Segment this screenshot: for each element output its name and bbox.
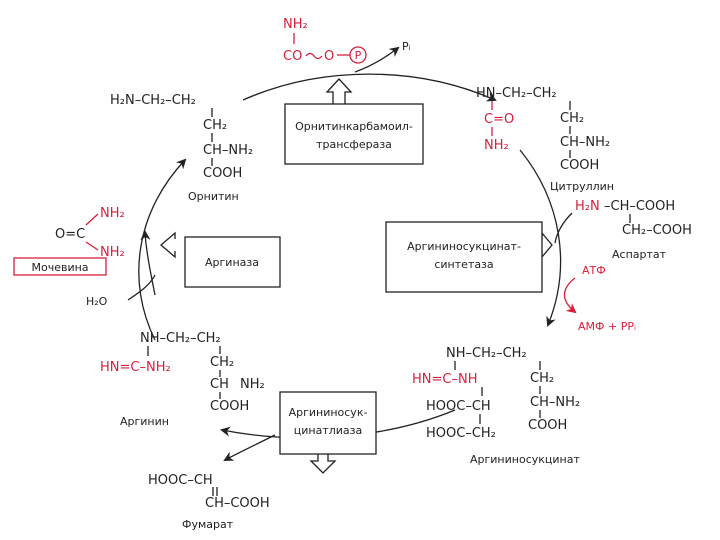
argininosuccinate: NH–CH₂–CH₂ HN=C–NH CH₂ CH–NH₂ COOH HOOC–…	[412, 346, 580, 466]
svg-text:NH₂: NH₂	[484, 138, 509, 153]
svg-text:HN=C–NH: HN=C–NH	[412, 372, 477, 387]
svg-text:O=C: O=C	[55, 227, 85, 242]
amp-ppi-label: АМФ + PPᵢ	[578, 320, 636, 333]
svg-text:CH–NH₂: CH–NH₂	[203, 143, 253, 158]
arginine-name: Аргинин	[120, 415, 169, 428]
arrow-to-fumarate	[223, 434, 276, 461]
arrow-to-urea	[140, 230, 156, 296]
arginine: NH–CH₂–CH₂ HN=C–NH₂ CH₂ CH NH₂ COOH Арги…	[100, 331, 265, 428]
svg-text:CH: CH	[210, 377, 229, 392]
enzyme-arginase: Аргиназа	[184, 236, 281, 288]
block-arrow-down	[309, 454, 337, 474]
svg-text:COOH: COOH	[210, 399, 249, 414]
enzyme-argininosuccinate-lyase: Аргининосук- цинатлиаза	[279, 391, 377, 455]
fumarate: HOOC–CH CH–COOH Фумарат	[148, 473, 270, 531]
block-arrow-up	[325, 78, 353, 104]
svg-text:C=O: C=O	[484, 112, 514, 127]
svg-text:CH₂: CH₂	[530, 371, 554, 386]
argininosuccinate-name: Аргининосукцинат	[470, 453, 580, 466]
svg-text:NH₂: NH₂	[240, 377, 265, 392]
svg-text:Аргининосукцинат-: Аргининосукцинат-	[407, 240, 521, 253]
ornithine: H₂N–CH₂–CH₂ CH₂ CH–NH₂ COOH Орнитин	[110, 93, 253, 203]
phosphate-circle	[349, 46, 367, 64]
svg-text:–CH–COOH: –CH–COOH	[604, 199, 675, 214]
svg-text:Орнитинкарбамоил-: Орнитинкарбамоил-	[295, 120, 413, 133]
svg-text:HOOC–CH₂: HOOC–CH₂	[426, 426, 496, 441]
svg-text:NH–CH₂–CH₂: NH–CH₂–CH₂	[140, 331, 221, 346]
svg-text:CH₂: CH₂	[210, 355, 234, 370]
urea-name: Мочевина	[31, 261, 88, 274]
fumarate-name: Фумарат	[182, 518, 234, 531]
svg-text:NH₂: NH₂	[100, 245, 125, 260]
svg-text:HN–CH₂–CH₂: HN–CH₂–CH₂	[476, 86, 557, 101]
atp-label: АТФ	[582, 264, 606, 277]
water-label: H₂O	[86, 295, 108, 308]
urea-name-box	[13, 257, 107, 276]
svg-text:O: O	[324, 49, 334, 64]
svg-text:P: P	[355, 49, 362, 62]
svg-text:CH–NH₂: CH–NH₂	[530, 395, 580, 410]
svg-text:COOH: COOH	[203, 166, 242, 181]
cycle-arc-right	[519, 149, 562, 327]
svg-text:H₂N: H₂N	[575, 199, 600, 214]
svg-text:HOOC–CH: HOOC–CH	[426, 399, 491, 414]
pi-label: Pᵢ	[402, 40, 411, 53]
atp-to-amp-arrow	[563, 277, 577, 314]
svg-text:NH₂: NH₂	[100, 206, 125, 221]
block-arrow-left	[160, 231, 176, 259]
svg-text:синтетаза: синтетаза	[434, 258, 493, 271]
aspartate-input-line	[554, 212, 573, 244]
block-arrow-right	[541, 231, 553, 259]
svg-text:цинатлиаза: цинатлиаза	[294, 424, 363, 437]
svg-text:CH–NH₂: CH–NH₂	[560, 135, 610, 150]
svg-text:NH₂: NH₂	[283, 17, 308, 32]
aspartate: H₂N –CH–COOH CH₂–COOH Аспартат	[575, 199, 692, 261]
arrow-to-pi	[354, 46, 400, 73]
citrulline: HN–CH₂–CH₂ C=O NH₂ CH₂ CH–NH₂ COOH Цитру…	[476, 86, 614, 193]
svg-text:HOOC–CH: HOOC–CH	[148, 473, 213, 488]
svg-text:H₂N–CH₂–CH₂: H₂N–CH₂–CH₂	[110, 93, 196, 108]
aspartate-name: Аспартат	[612, 248, 667, 261]
water-input-line	[127, 274, 156, 301]
svg-text:COOH: COOH	[560, 158, 599, 173]
carbamoyl-phosphate: NH₂ CO O P	[283, 17, 367, 64]
svg-text:CH₂–COOH: CH₂–COOH	[622, 223, 692, 238]
enzyme-argininosuccinate-synthetase: Аргининосукцинат- синтетаза	[385, 221, 543, 293]
svg-text:COOH: COOH	[528, 418, 567, 433]
cycle-arc-top	[242, 73, 497, 102]
svg-text:CH₂: CH₂	[203, 118, 227, 133]
cycle-arc-left	[138, 158, 187, 341]
ornithine-name: Орнитин	[188, 190, 239, 203]
svg-text:CH–COOH: CH–COOH	[205, 496, 270, 511]
svg-text:NH–CH₂–CH₂: NH–CH₂–CH₂	[446, 346, 527, 361]
svg-text:Аргининосук-: Аргининосук-	[289, 406, 368, 419]
svg-text:HN=C–NH₂: HN=C–NH₂	[100, 360, 171, 375]
svg-text:трансфераза: трансфераза	[316, 138, 392, 151]
enzyme-ornithine-transcarbamoylase: Орнитинкарбамоил- трансфераза	[284, 103, 424, 165]
citrulline-name: Цитруллин	[550, 180, 614, 193]
svg-text:CO: CO	[283, 49, 302, 64]
svg-text:Аргиназа: Аргиназа	[205, 256, 259, 269]
svg-text:CH₂: CH₂	[560, 111, 584, 126]
urea: NH₂ O=C NH₂ Мочевина	[13, 206, 125, 276]
